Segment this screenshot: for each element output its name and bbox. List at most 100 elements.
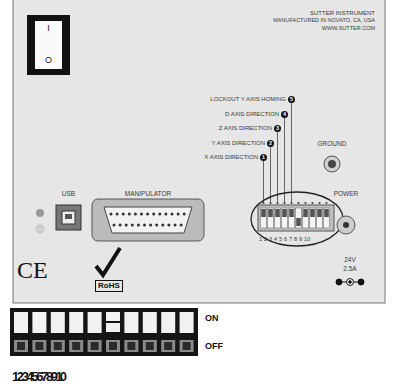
power-rocker-switch: [27, 15, 70, 75]
callout-number: 5: [288, 96, 295, 103]
enlarged-dip-switch-part-part: [164, 342, 172, 350]
ground-terminal-part: [324, 156, 340, 172]
db25-connector-part-part: [143, 224, 146, 227]
db25-connector-part-part: [137, 224, 140, 227]
enlarged-dip-switch-part-part: [180, 340, 194, 352]
dip-switch-block-part-part: [261, 209, 266, 217]
enlarged-dip-switch-part-part: [143, 340, 157, 352]
enlarged-dip-switch-part-part: [69, 340, 83, 352]
enlarged-dip-switch-part-part: [106, 340, 120, 352]
enlarged-dip-switch-part-part: [69, 312, 83, 333]
callout-leader-lines-part: [291, 103, 292, 203]
state-label: OFF: [205, 342, 223, 351]
polarity-symbol-part: [347, 279, 354, 286]
dip-switch-block-part-part: [269, 202, 271, 204]
db25-connector-part-part: [161, 224, 164, 227]
db25-connector-part-part: [140, 213, 143, 216]
polarity-symbol-part: [342, 282, 346, 283]
ce-mark: CE: [17, 258, 48, 282]
enlarged-dip-switch-part-part: [54, 342, 62, 350]
switch-function-label: X AXIS DIRECTION: [204, 154, 258, 160]
db25-connector-part-part: [116, 213, 119, 216]
callout-leader-lines: [264, 103, 292, 203]
status-leds-part: [36, 209, 44, 217]
dip-switch-block-part-part: [262, 202, 264, 204]
enlarged-dip-switch-part-part: [17, 342, 25, 350]
db25-connector-part-part: [158, 213, 161, 216]
dip-switch-block-part-part: [296, 218, 301, 226]
dip-switch-block: [251, 192, 343, 246]
enlarged-dip-switch-part: [14, 312, 194, 352]
dip-switch-block-part-part: [311, 202, 313, 204]
db25-connector-part-part: [110, 213, 113, 216]
enlarged-dip-switch-part-part: [109, 342, 117, 350]
dip-switch-block-part: [261, 202, 330, 228]
polarity-symbol: [336, 279, 364, 286]
callout-leader-lines-part: [270, 147, 271, 203]
db25-connector-part-part: [180, 224, 183, 227]
enlarged-dip-switch-part-part: [127, 342, 135, 350]
db25-connector-part-part: [167, 224, 170, 227]
enlarged-dip-switch-part-part: [106, 312, 120, 321]
dip-switch-block-part: [251, 192, 343, 246]
db25-connector-part-part: [125, 224, 128, 227]
dip-switch-block-part: [258, 205, 334, 231]
power-rocker-switch-part: [35, 21, 62, 69]
enlarged-dip-switch-part-part: [161, 312, 175, 333]
port-label: GROUND: [318, 141, 347, 148]
maker-website: WWW.SUTTER.COM: [322, 26, 375, 32]
enlarged-dip-switch-part-part: [183, 342, 191, 350]
db25-connector-part-part: [174, 224, 177, 227]
dip-switch-block-part-part: [289, 209, 294, 217]
status-leds: [36, 209, 44, 233]
db25-connector-part-part: [155, 224, 158, 227]
enlarged-dip-switch-part-part: [124, 312, 138, 333]
dip-switch-block-part-part: [282, 209, 287, 217]
enlarged-dip-switch: [10, 308, 198, 356]
power-jack: [337, 216, 355, 234]
enlarged-dip-switch-part-part: [180, 312, 194, 333]
dip-switch-block-part-part: [276, 202, 278, 204]
rohs-checkmark: [96, 248, 120, 275]
enlarged-dip-switch-part-part: [14, 340, 28, 352]
dip-switch-block-part-part: [261, 208, 267, 228]
usb-port-part: [56, 205, 81, 230]
switch-function-label: Z AXIS DIRECTION: [219, 125, 272, 131]
dip-switch-block-part-part: [282, 208, 288, 228]
db25-connector-part-part: [134, 213, 137, 216]
enlarged-dip-switch-part: [10, 308, 198, 356]
dip-switch-block-part-part: [275, 209, 280, 217]
db25-connector-part-part: [131, 224, 134, 227]
rohs-mark: RoHS: [95, 280, 123, 292]
enlarged-dip-switch-part-part: [88, 312, 102, 333]
db25-connector-part-part: [171, 213, 174, 216]
switch-function-label: Y AXIS DIRECTION: [211, 140, 265, 146]
switch-on-mark: I: [47, 24, 50, 33]
dip-switch-block-part-part: [297, 202, 299, 204]
switch-function-label: D AXIS DIRECTION: [225, 111, 279, 117]
switch-off-mark: O: [45, 56, 52, 65]
dip-switch-block-part-part: [303, 208, 309, 228]
switch-position-numbers: 1 2 3 4 5 6 7 8 9 10: [12, 370, 64, 383]
enlarged-dip-switch-part-part: [106, 323, 120, 332]
power-jack-part: [337, 216, 355, 234]
db25-connector-part-part: [164, 213, 167, 216]
dip-switch-block-part-part: [310, 209, 315, 217]
power-rocker-switch-part: [27, 15, 70, 75]
usb-port-part: [62, 211, 75, 224]
callout-number: 2: [267, 140, 274, 147]
enlarged-dip-switch-part-part: [14, 312, 28, 333]
enlarged-dip-switch-part-part: [88, 340, 102, 352]
dip-switch-block-part-part: [324, 208, 330, 228]
dip-switch-block-part-part: [268, 208, 274, 228]
enlarged-dip-switch-part-part: [91, 342, 99, 350]
db25-connector-part: [104, 207, 192, 233]
dip-switch-block-part-part: [283, 202, 285, 204]
port-label: USB: [62, 191, 75, 198]
dip-switch-block-part-part: [275, 208, 281, 228]
callout-leader-lines-part: [263, 161, 264, 203]
db25-connector-part-part: [122, 213, 125, 216]
power-jack-part: [343, 222, 349, 228]
dip-switch-block-part-part: [310, 208, 316, 228]
dip-switch-block-part-part: [317, 209, 322, 217]
